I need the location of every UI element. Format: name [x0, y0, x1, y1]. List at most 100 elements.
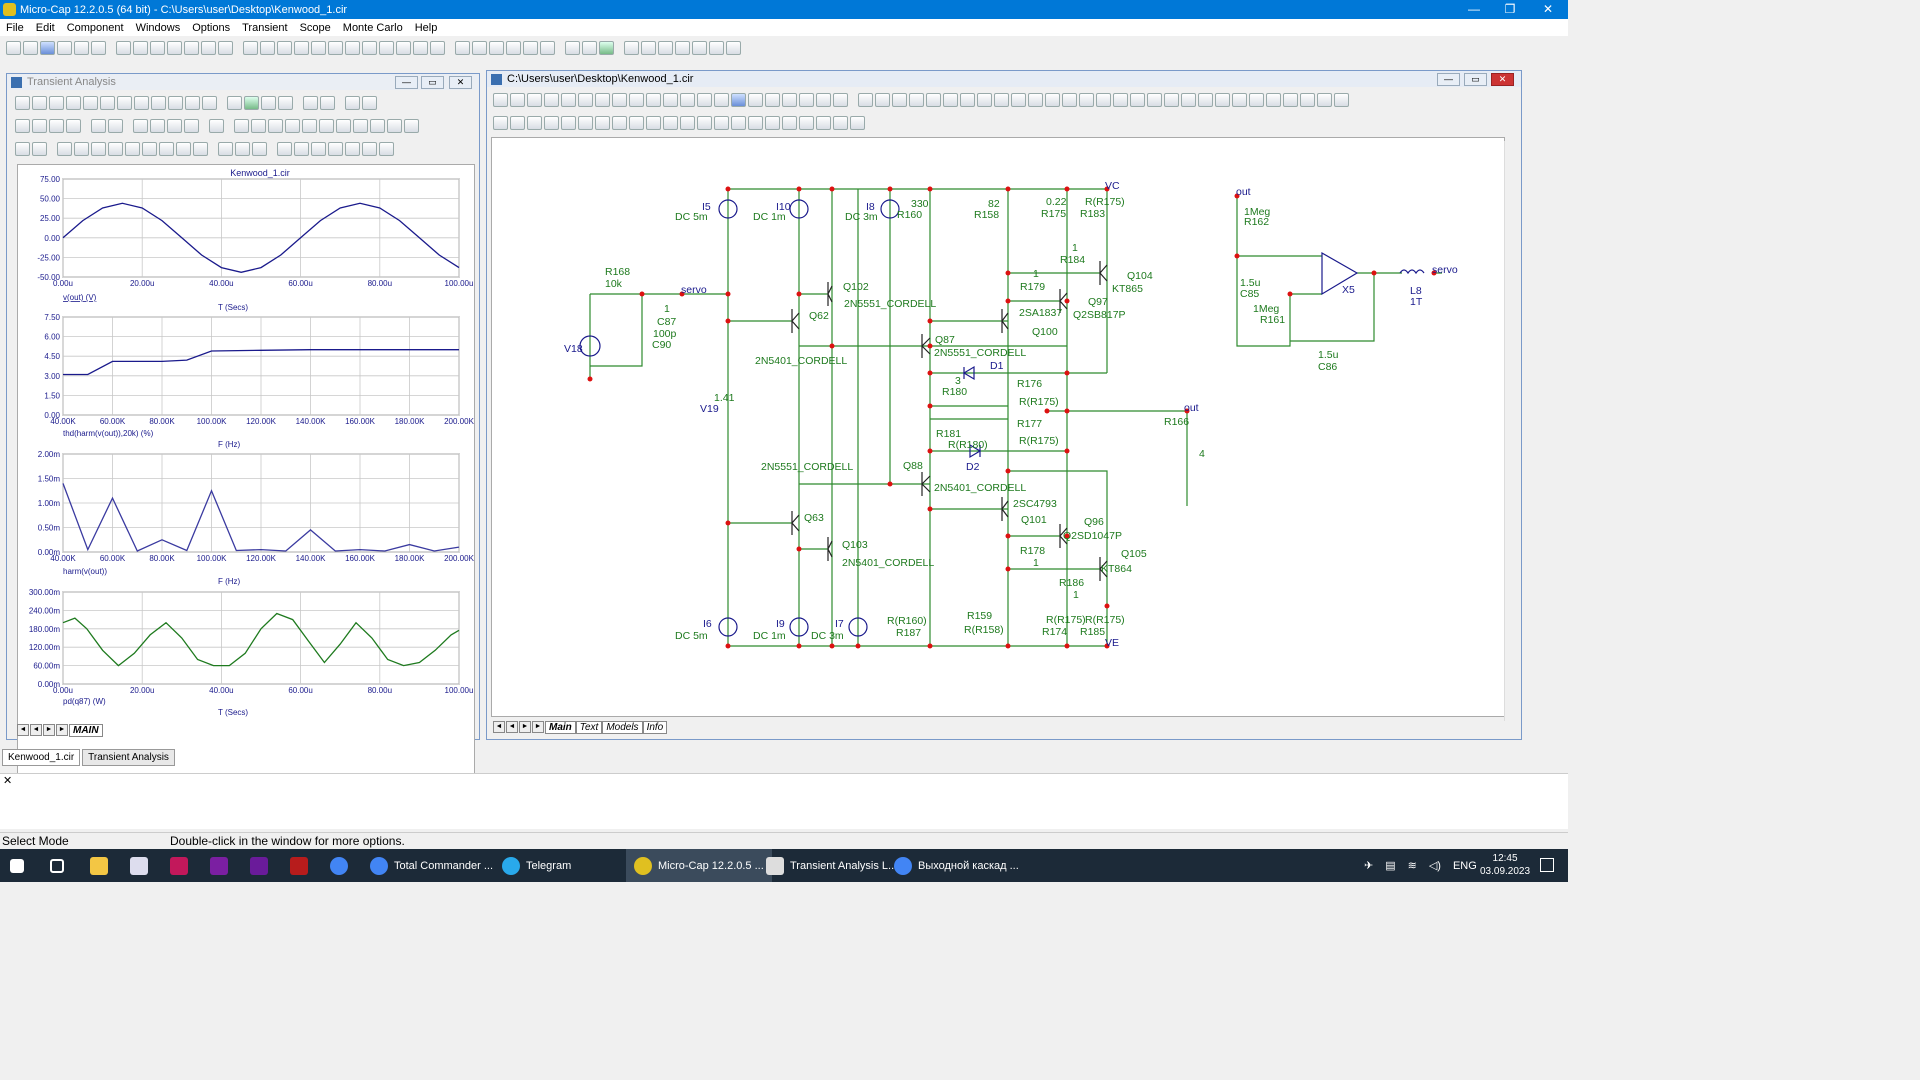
schematic-label[interactable]: 0.22: [1046, 196, 1067, 208]
schematic-label[interactable]: C87: [657, 316, 676, 328]
schematic-label[interactable]: R185: [1080, 626, 1105, 638]
schematic-label[interactable]: R176: [1017, 378, 1042, 390]
schematic-label[interactable]: R177: [1017, 418, 1042, 430]
capacitor-icon[interactable]: [277, 41, 292, 55]
box-icon[interactable]: [527, 116, 542, 130]
menu-options[interactable]: Options: [192, 21, 231, 34]
paste-icon[interactable]: [15, 142, 30, 156]
schematic-label[interactable]: I7: [835, 618, 844, 630]
zoom-fit-icon[interactable]: [612, 116, 627, 130]
font-icon[interactable]: [714, 116, 729, 130]
menu-windows[interactable]: Windows: [135, 21, 181, 34]
attribute-icon[interactable]: [833, 93, 848, 107]
schematic-label[interactable]: 1: [1033, 557, 1039, 569]
schematic-label[interactable]: Q104: [1127, 270, 1153, 282]
schematic-label[interactable]: 1: [664, 303, 670, 315]
schematic-label[interactable]: R174: [1042, 626, 1067, 638]
bus-mode-icon[interactable]: [943, 93, 958, 107]
more-icon[interactable]: [1334, 93, 1349, 107]
clock[interactable]: 12:45 03.09.2023: [1480, 852, 1530, 878]
taskbar-transient-analysis[interactable]: Transient Analysis L...: [758, 849, 905, 882]
dropdown-icon[interactable]: [66, 96, 81, 110]
schematic-label[interactable]: D2: [966, 461, 980, 473]
schematic-label[interactable]: L8: [1410, 285, 1422, 297]
zoom-in-icon[interactable]: [133, 119, 148, 133]
copy-icon[interactable]: [167, 41, 182, 55]
tab-models[interactable]: Models: [602, 720, 643, 734]
dropdown-icon[interactable]: [909, 93, 924, 107]
schematic-label[interactable]: DC 1m: [753, 630, 786, 642]
schematic-label[interactable]: Q2SB817P: [1073, 309, 1126, 321]
menu-transient[interactable]: Transient: [242, 21, 288, 34]
tab-info[interactable]: Info: [642, 720, 668, 734]
component-icon[interactable]: [510, 93, 525, 107]
schematic-label[interactable]: R160: [897, 209, 922, 221]
low-icon[interactable]: [285, 119, 300, 133]
schematic-label[interactable]: 3: [955, 375, 961, 387]
schematic-label[interactable]: Q103: [842, 539, 868, 551]
open-file-icon[interactable]: [23, 41, 38, 55]
wire-mode-icon[interactable]: [926, 93, 941, 107]
grid-icon[interactable]: [362, 96, 377, 110]
graph-icon[interactable]: [134, 96, 149, 110]
schematic-label[interactable]: R162: [1244, 216, 1269, 228]
save-icon[interactable]: [40, 41, 55, 55]
chart-link-icon[interactable]: [1283, 93, 1298, 107]
schematic-label[interactable]: D1: [990, 360, 1004, 372]
valley-icon[interactable]: [251, 119, 266, 133]
tile-vertical-icon[interactable]: [472, 41, 487, 55]
run-icon[interactable]: [244, 96, 259, 110]
close-button[interactable]: ✕: [1542, 2, 1554, 16]
ground-mode-icon[interactable]: [960, 93, 975, 107]
dropdown-icon[interactable]: [1028, 93, 1043, 107]
high-icon[interactable]: [268, 119, 283, 133]
table-icon[interactable]: [697, 93, 712, 107]
menu-edit[interactable]: Edit: [35, 21, 55, 34]
align-top-icon[interactable]: [816, 116, 831, 130]
menu-monte-carlo[interactable]: Monte Carlo: [342, 21, 403, 34]
schematic-label[interactable]: Q105: [1121, 548, 1147, 560]
split-icon[interactable]: [1266, 93, 1281, 107]
export-icon[interactable]: [1113, 93, 1128, 107]
top-icon[interactable]: [370, 119, 385, 133]
tile-icon[interactable]: [15, 119, 30, 133]
bus-icon[interactable]: [578, 93, 593, 107]
schematic-label[interactable]: R(R175): [1085, 196, 1125, 208]
schematic-label[interactable]: 1.5u: [1240, 277, 1261, 289]
schematic-label[interactable]: 2N5401_CORDELL: [755, 355, 847, 367]
probe-icon[interactable]: [875, 93, 890, 107]
schematic-label[interactable]: C86: [1318, 361, 1337, 373]
close-pane-icon[interactable]: ✕: [3, 775, 13, 787]
font-size-icon[interactable]: [235, 142, 250, 156]
new-icon[interactable]: [544, 116, 559, 130]
resistor-icon[interactable]: [260, 41, 275, 55]
transient-maximize-button[interactable]: ▭: [421, 76, 444, 89]
schematic-label[interactable]: Q62: [809, 310, 829, 322]
schematic-label[interactable]: V18: [564, 343, 583, 355]
dropdown-icon[interactable]: [430, 41, 445, 55]
dropdown-icon[interactable]: [646, 116, 661, 130]
schematic-label[interactable]: out: [1184, 402, 1199, 414]
zoom-in-icon[interactable]: [578, 116, 593, 130]
tile-horizontal-icon[interactable]: [489, 41, 504, 55]
page2-icon[interactable]: [1062, 93, 1077, 107]
tokens-icon[interactable]: [117, 96, 132, 110]
schematic-label[interactable]: KT865: [1112, 283, 1143, 295]
schematic-label[interactable]: R(R160): [887, 615, 927, 627]
waveform-icon[interactable]: [404, 119, 419, 133]
tab-main[interactable]: MAIN: [69, 723, 103, 737]
select-all-icon[interactable]: [218, 41, 233, 55]
zoom-out-icon[interactable]: [150, 119, 165, 133]
battery-icon[interactable]: [345, 41, 360, 55]
schematic-label[interactable]: 1T: [1410, 296, 1423, 308]
schematic-label[interactable]: R(R180): [948, 439, 988, 451]
node-voltage-icon[interactable]: [748, 93, 763, 107]
schematic-label[interactable]: R187: [896, 627, 921, 639]
tools-icon[interactable]: [692, 41, 707, 55]
schematic-label[interactable]: I6: [703, 618, 712, 630]
attribute-icon[interactable]: [675, 41, 690, 55]
no-connect-icon[interactable]: [629, 116, 644, 130]
zoom-out-icon[interactable]: [142, 142, 157, 156]
